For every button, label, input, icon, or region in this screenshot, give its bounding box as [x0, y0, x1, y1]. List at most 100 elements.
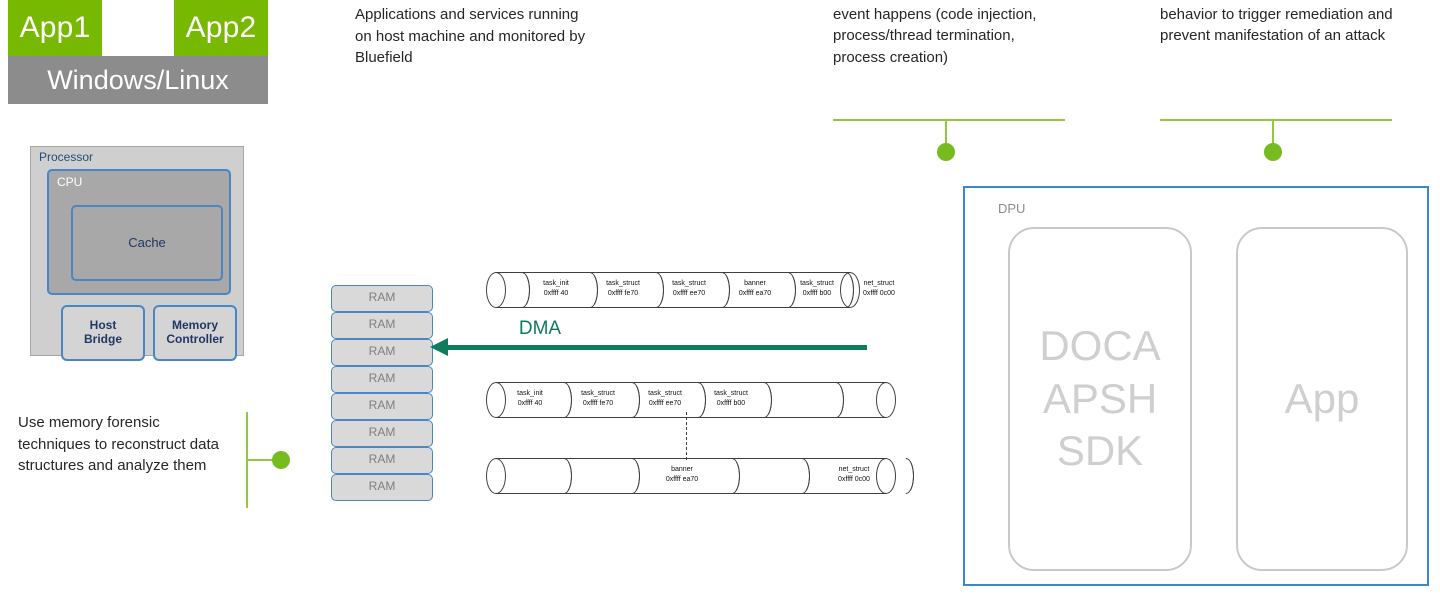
memory-structure-cell-name: net_struct: [863, 280, 895, 287]
memory-structure-cell-address: 0xffff 40: [517, 400, 543, 408]
processor-block: Processor CPU Cache Host Bridge Memory C…: [30, 146, 244, 361]
memory-structure-cell-address: 0xffff ea70: [665, 476, 699, 484]
dma-arrow-line: [447, 345, 867, 350]
memory-controller-block: Memory Controller: [153, 305, 237, 361]
cylinder-segment-divider: [794, 458, 810, 494]
memory-structure-cell-name: task_struct: [714, 390, 748, 397]
ram-block: RAM: [331, 312, 433, 339]
cylinder-segment-divider: [756, 382, 772, 418]
connector-line-forensic-horizontal: [246, 459, 282, 461]
memory-structure-cell-name: task_struct: [672, 280, 706, 287]
memory-structure-row: banner 0xffff ea70 net_struct 0xffff 0c00: [486, 458, 914, 494]
processor-label: Processor: [39, 150, 94, 164]
memory-structure-cell: net_struct 0xffff 0c00: [846, 279, 912, 299]
host-bridge-label-line2: Bridge: [83, 332, 122, 346]
connector-line-admin-horizontal: [1160, 119, 1392, 121]
connector-dot-forensic: [272, 451, 290, 469]
memory-structure-cell: task_struct 0xffff ee70: [656, 279, 722, 299]
memory-structure-cell-name: task_struct: [606, 280, 640, 287]
cylinder-left-cap: [486, 382, 506, 418]
cylinder-segment-divider: [624, 382, 640, 418]
connector-line-admin-vertical: [1272, 119, 1274, 152]
memory-controller-label-line1: Memory: [171, 318, 218, 333]
cylinder-segment-divider: [690, 382, 706, 418]
callout-apps: Applications and services running on hos…: [355, 6, 586, 67]
ram-block: RAM: [331, 420, 433, 447]
memory-structure-cell-name: task_struct: [800, 280, 834, 287]
ram-block: RAM: [331, 339, 433, 366]
memory-structure-cell: banner 0xffff ea70: [632, 465, 732, 485]
ram-block: RAM: [331, 393, 433, 420]
memory-structure-cell-address: 0xffff 0c00: [863, 290, 895, 298]
dpu-card-doca-label: DOCA APSH SDK: [1039, 322, 1161, 475]
host-bridge-label-line1: Host: [89, 318, 117, 333]
connector-line-events-vertical: [945, 119, 947, 152]
memory-structure-cell-name: task_struct: [581, 390, 615, 397]
memory-structure-cell-address: 0xffff b00: [802, 290, 832, 298]
callout-events: hypervisor, VMs, when a critical event h…: [833, 0, 1043, 66]
dma-arrow-head-icon: [430, 338, 448, 356]
cylinder-segment-divider: [624, 458, 640, 494]
memory-structure-cell-name: banner: [671, 466, 693, 473]
memory-structure-row: task_init 0xffff 40 task_struct 0xffff fe70…: [486, 382, 896, 418]
ram-block: RAM: [331, 447, 433, 474]
ram-block: RAM: [331, 366, 433, 393]
ram-block: RAM: [331, 474, 433, 501]
memory-structure-cell: task_struct 0xffff b00: [698, 389, 764, 409]
host-os-bar: Windows/Linux: [8, 56, 268, 104]
memory-structure-cell-name: task_init: [517, 390, 543, 397]
dpu-card-app: App: [1236, 227, 1408, 571]
memory-structure-cell-address: 0xffff 0c00: [838, 476, 870, 484]
memory-controller-label-line2: Controller: [166, 332, 224, 346]
cache-block: Cache: [71, 205, 223, 281]
memory-structure-cell: task_init 0xffff 40: [522, 279, 590, 299]
cpu-block: CPU Cache: [47, 169, 231, 295]
cylinder-segment-divider: [556, 382, 572, 418]
memory-structure-cell: task_struct 0xffff fe70: [564, 389, 632, 409]
dpu-label: DPU: [998, 201, 1026, 216]
memory-structure-cell-address: 0xffff 40: [543, 290, 569, 298]
cylinder-segment-divider: [828, 382, 844, 418]
connector-line-events-horizontal: [833, 119, 1065, 121]
memory-structure-cell-address: 0xffff ee70: [672, 290, 706, 298]
callout-admin: Administrator upon detection of bad beha…: [1160, 0, 1397, 45]
memory-structure-cell: net_struct 0xffff 0c00: [802, 465, 906, 485]
cylinder-segment-divider: [582, 272, 598, 308]
memory-structure-cell-address: 0xffff ee70: [648, 400, 682, 408]
cylinder-segment-divider: [514, 272, 530, 308]
callout-forensic: Use memory forensic techniques to recons…: [18, 414, 219, 475]
memory-structure-cell-address: 0xffff ea70: [738, 290, 772, 298]
cylinder-segment-divider: [898, 458, 914, 494]
cylinder-segment-divider: [724, 458, 740, 494]
cylinder-segment-divider: [714, 272, 730, 308]
memory-structure-cell: task_struct 0xffff b00: [788, 279, 846, 299]
host-app2-block: App2: [174, 0, 268, 56]
cylinder-left-cap: [486, 272, 506, 308]
memory-structure-cell-name: net_struct: [838, 466, 870, 473]
memory-structure-cell-name: task_init: [543, 280, 569, 287]
memory-structure-cell: task_struct 0xffff ee70: [632, 389, 698, 409]
host-bridge-block: Host Bridge: [61, 305, 145, 361]
connector-dot-admin: [1264, 143, 1282, 161]
cpu-label: CPU: [57, 175, 83, 189]
cylinder-right-cap: [876, 458, 896, 494]
memory-structure-cell-address: 0xffff b00: [716, 400, 746, 408]
memory-structure-cell-name: task_struct: [648, 390, 682, 397]
cylinder-segment-divider: [780, 272, 796, 308]
dpu-panel: DPU DOCA APSH SDK App: [963, 186, 1429, 586]
dpu-card-doca-apsh-sdk: DOCA APSH SDK: [1008, 227, 1192, 571]
ram-block: RAM: [331, 285, 433, 312]
cylinder-left-cap: [486, 458, 506, 494]
cylinder-right-cap: [876, 382, 896, 418]
dpu-card-app-label: App: [1284, 374, 1360, 422]
cylinder-segment-divider: [838, 272, 854, 308]
dma-label: DMA: [518, 318, 562, 339]
cylinder-segment-divider: [648, 272, 664, 308]
cylinder-segment-divider: [556, 458, 572, 494]
memory-structure-cell: task_init 0xffff 40: [496, 389, 564, 409]
structure-link-dashed-line: [686, 412, 687, 460]
memory-structure-cell-address: 0xffff fe70: [582, 400, 614, 408]
